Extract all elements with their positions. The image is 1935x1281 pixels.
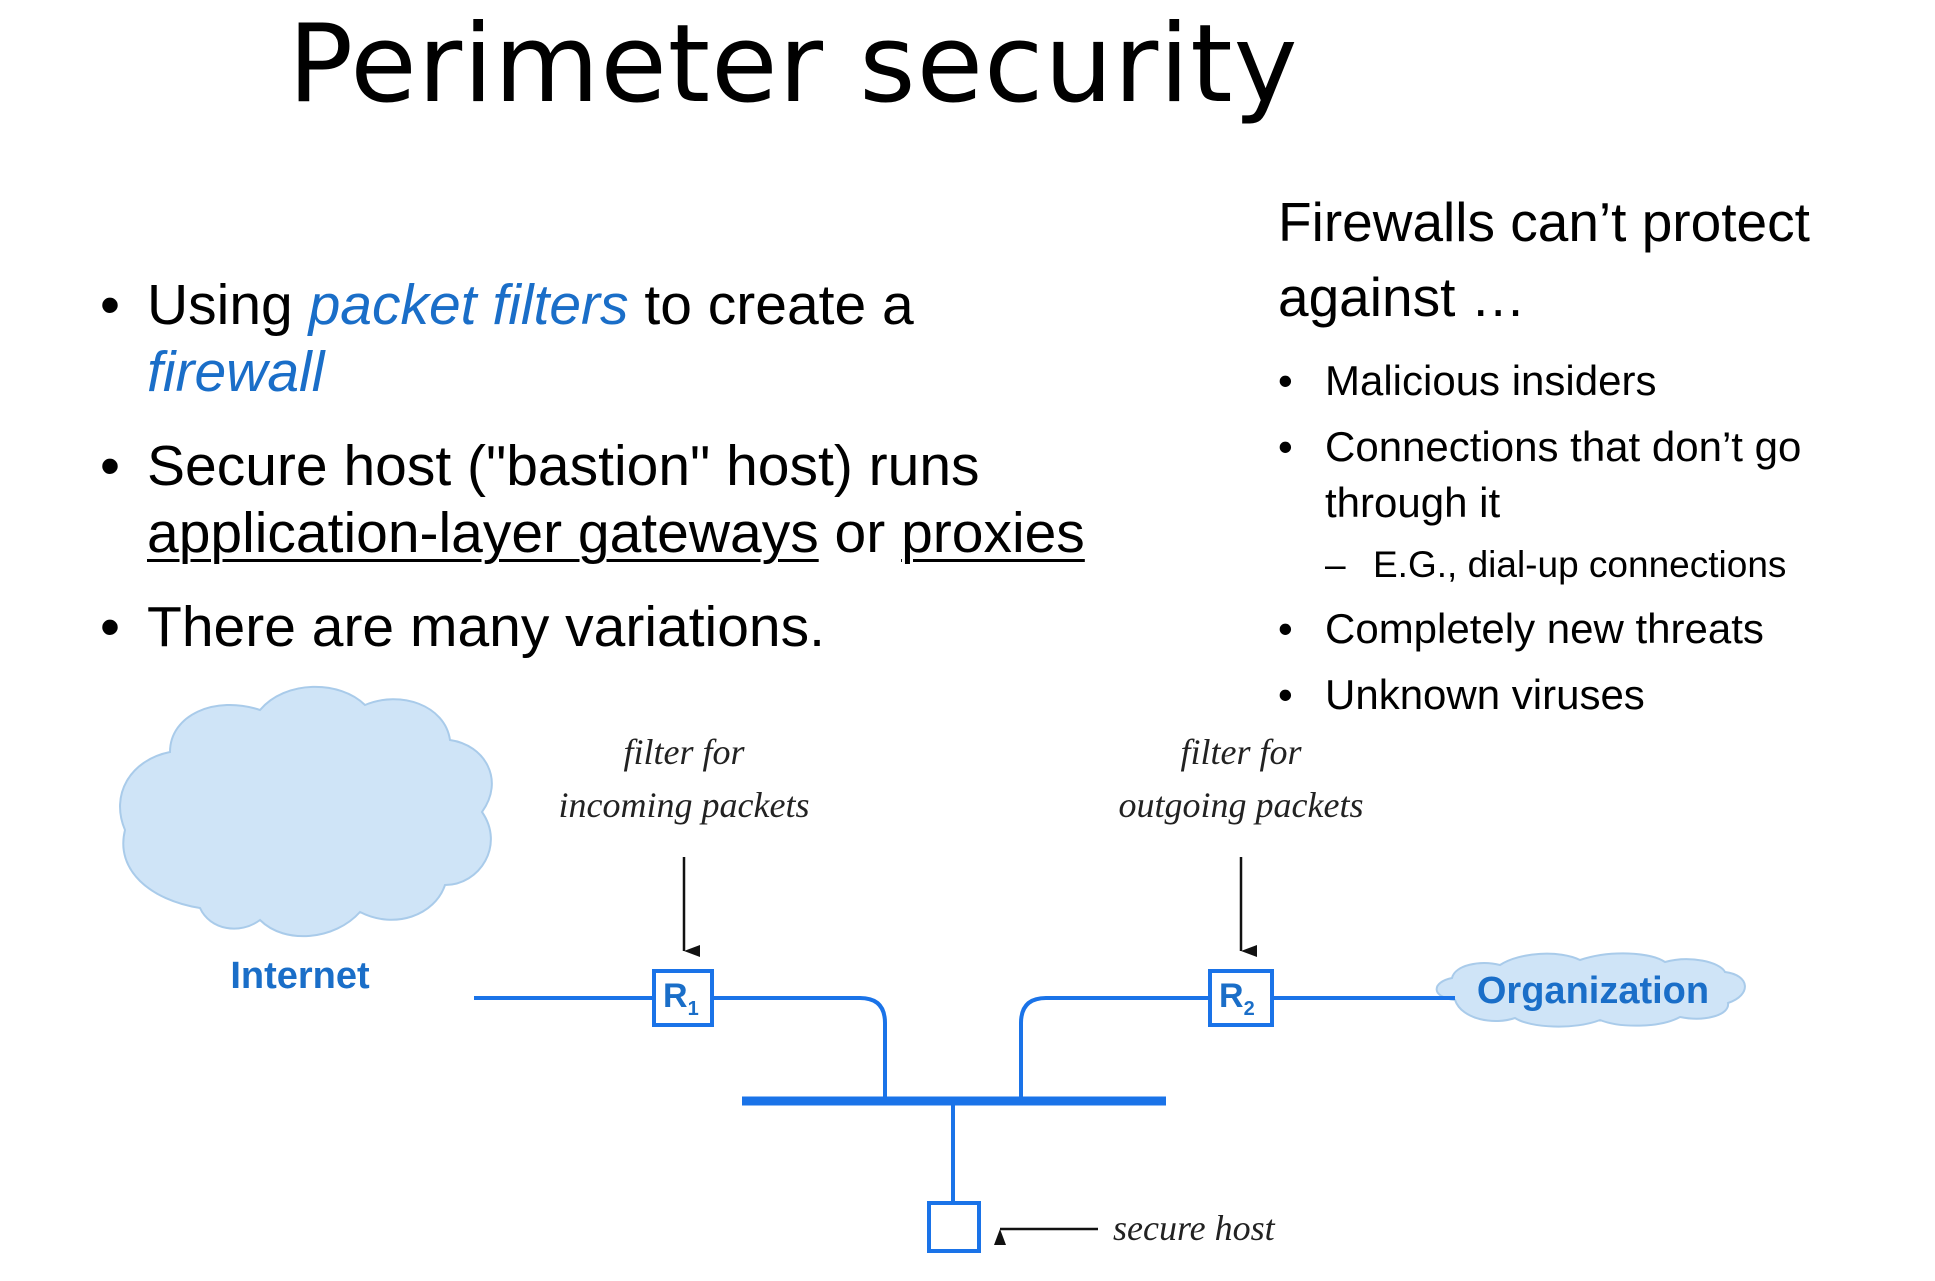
internet-cloud-shape (119, 685, 493, 938)
highlighted-term: firewall (147, 340, 325, 404)
right-column: Firewalls can’t protect against … • Mali… (1278, 185, 1918, 733)
bullet-text: or (818, 501, 902, 565)
router-r2-subscript: 2 (1244, 998, 1255, 1020)
router-r1-subscript: 1 (688, 998, 699, 1020)
sub-bullet-marker: – (1325, 544, 1346, 585)
left-bullet-item: • Using packet filters to create a firew… (100, 272, 1100, 406)
bullet-text: Unknown viruses (1325, 671, 1645, 718)
underlined-term: proxies (901, 501, 1085, 565)
secure-host-label: secure host (1113, 1208, 1276, 1248)
router-r2: R2 (1208, 969, 1274, 1027)
left-bullet-list: • Using packet filters to create a firew… (100, 272, 1100, 688)
bullet-text: There are many variations. (147, 595, 825, 659)
link-backbone-r2 (1019, 996, 1210, 1103)
right-bullet-item: • Malicious insiders (1278, 353, 1918, 409)
internet-cloud: Internet (119, 685, 493, 997)
bullet-marker: • (1278, 423, 1293, 470)
bullet-text: to create a (628, 273, 914, 337)
bullet-text: Using (147, 273, 309, 337)
organization-cloud-shape (1435, 952, 1746, 1028)
left-bullet-item: • There are many variations. (100, 594, 1100, 661)
internet-label: Internet (230, 955, 370, 997)
right-sub-bullet-item: – E.G., dial-up connections (1278, 541, 1918, 589)
bullet-marker: • (1278, 357, 1293, 404)
bullet-marker: • (100, 273, 120, 337)
bullet-text: Secure host ("bastion" host) runs (147, 434, 980, 498)
organization-label: Organization (1477, 970, 1709, 1012)
outgoing-filter-line2: outgoing packets (1119, 785, 1364, 825)
outgoing-filter-annotation: filter for outgoing packets (1119, 732, 1364, 957)
router-r2-label: R2 (1219, 977, 1255, 1020)
router-r2-letter: R (1219, 977, 1244, 1015)
right-heading: Firewalls can’t protect against … (1278, 191, 1810, 328)
bullet-marker: • (1278, 605, 1293, 652)
router-r1-label: R1 (663, 977, 699, 1020)
router-r2-box (1208, 969, 1274, 1027)
highlighted-term: packet filters (308, 273, 629, 337)
bullet-text: Connections that don’t go through it (1325, 423, 1802, 526)
sub-bullet-text: E.G., dial-up connections (1373, 544, 1787, 585)
bullet-marker: • (100, 434, 120, 498)
right-bullet-item: • Completely new threats (1278, 601, 1918, 657)
secure-host: secure host (927, 1201, 1276, 1253)
incoming-filter-line1: filter for (623, 732, 745, 772)
slide-title: Perimeter security (288, 2, 1299, 127)
bullet-text: Completely new threats (1325, 605, 1764, 652)
left-bullet-item: • Secure host ("bastion" host) runs appl… (100, 433, 1100, 567)
bullet-text: Malicious insiders (1325, 357, 1657, 404)
bullet-marker: • (1278, 671, 1293, 718)
outgoing-filter-line1: filter for (1180, 732, 1302, 772)
organization-cloud: Organization (1435, 952, 1746, 1028)
network-links (474, 996, 1455, 1203)
router-r1: R1 (652, 969, 714, 1027)
bullet-marker: • (100, 595, 120, 659)
underlined-term: application-layer gateways (147, 501, 819, 565)
secure-host-box (927, 1201, 981, 1253)
router-r1-letter: R (663, 977, 688, 1015)
link-r1-backbone (712, 996, 887, 1103)
incoming-filter-line2: incoming packets (559, 785, 810, 825)
right-bullet-item: • Connections that don’t go through it (1278, 419, 1918, 531)
incoming-filter-annotation: filter for incoming packets (559, 732, 810, 957)
router-r1-box (652, 969, 714, 1027)
right-bullet-item: • Unknown viruses (1278, 667, 1918, 723)
